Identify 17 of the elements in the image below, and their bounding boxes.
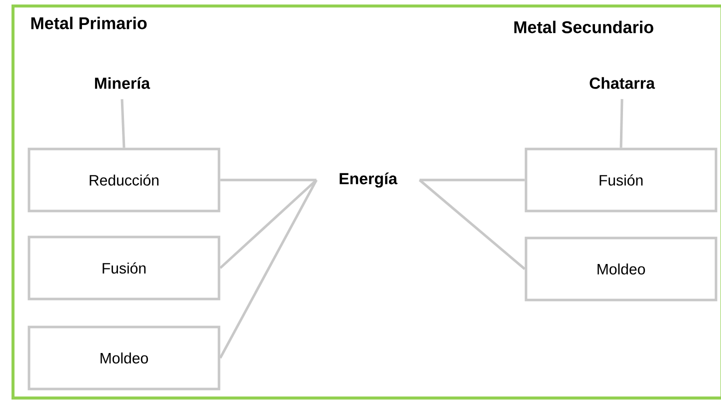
process-box: Fusión <box>524 148 718 212</box>
section-heading: Metal Secundario <box>514 20 654 34</box>
connector-line <box>418 179 526 270</box>
process-box: Moldeo <box>28 326 220 390</box>
connector-line <box>420 178 525 182</box>
connector-line <box>219 179 318 269</box>
process-box: Reducción <box>28 148 220 212</box>
node-label: Energía <box>340 172 398 188</box>
process-box: Moldeo <box>524 236 718 302</box>
node-label: Chatarra <box>590 77 655 89</box>
connector-line <box>120 99 126 148</box>
process-box: Fusión <box>28 236 220 300</box>
connector-line <box>620 99 624 148</box>
section-heading: Metal Primario <box>31 16 147 30</box>
connector-line <box>219 179 318 359</box>
node-label: Minería <box>95 77 150 89</box>
connector-line <box>220 178 316 182</box>
